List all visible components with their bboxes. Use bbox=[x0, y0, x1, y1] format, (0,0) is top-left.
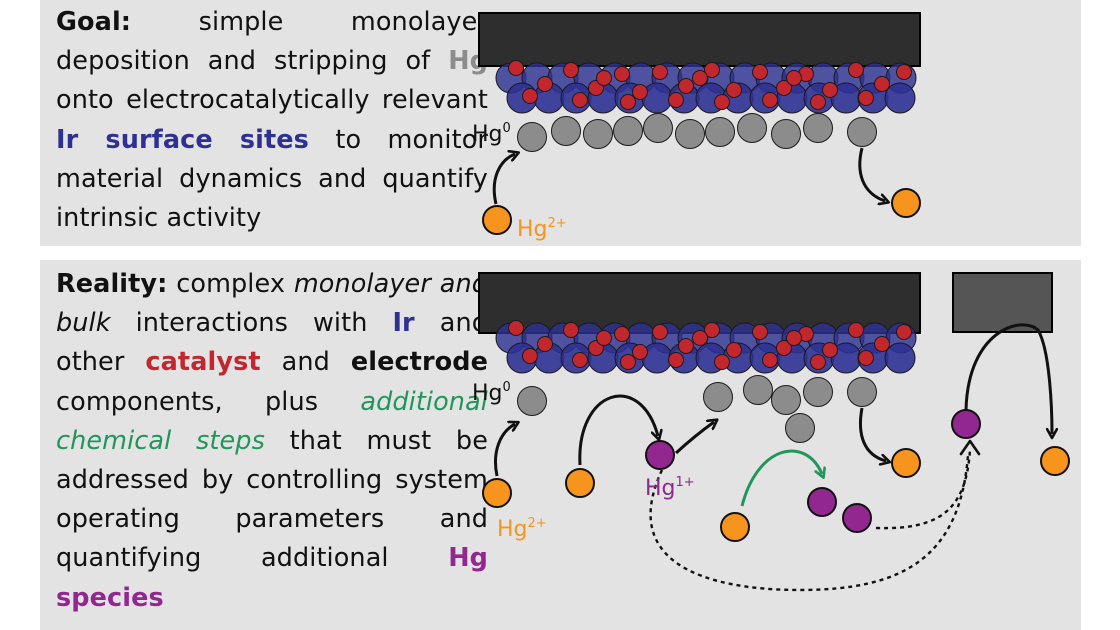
catalyst-atom bbox=[597, 71, 612, 86]
catalyst-atom bbox=[615, 67, 630, 82]
catalyst-atom bbox=[679, 339, 694, 354]
catalyst-atom bbox=[897, 65, 912, 80]
reality-hg2-ion bbox=[566, 469, 594, 497]
catalyst-atom bbox=[727, 343, 742, 358]
ir-atom bbox=[885, 343, 915, 373]
reality-hg1-ion bbox=[646, 441, 674, 469]
catalyst-atom bbox=[875, 77, 890, 92]
catalyst-atom bbox=[693, 331, 708, 346]
catalyst-atom bbox=[679, 79, 694, 94]
reality-dashed-long-path bbox=[651, 455, 968, 590]
hg0-atom bbox=[772, 386, 801, 415]
goal-stripping-arrow bbox=[860, 148, 885, 201]
catalyst-atom bbox=[573, 353, 588, 368]
catalyst-atom bbox=[875, 337, 890, 352]
reality-hg2-ion bbox=[483, 479, 511, 507]
reality-secondary-electrode bbox=[953, 273, 1052, 332]
reality-hg1-ion bbox=[808, 488, 836, 516]
hg0-atom bbox=[518, 387, 547, 416]
hg0-atom bbox=[552, 117, 581, 146]
hg0-atom bbox=[848, 118, 877, 147]
reality-hg-atoms bbox=[518, 376, 877, 443]
catalyst-atom bbox=[633, 345, 648, 360]
catalyst-atom bbox=[669, 93, 684, 108]
hg0-atom bbox=[848, 378, 877, 407]
catalyst-atom bbox=[564, 63, 579, 78]
hg0-atom bbox=[584, 120, 613, 149]
goal-hg2-stripped-ion bbox=[892, 189, 920, 217]
reality-hg2-label: Hg2+ bbox=[497, 516, 547, 542]
reality-hg1-ion bbox=[843, 504, 871, 532]
hg0-atom bbox=[706, 118, 735, 147]
catalyst-atom bbox=[897, 325, 912, 340]
goal-deposition-arrow bbox=[494, 154, 515, 204]
catalyst-atom bbox=[787, 331, 802, 346]
reality-deposition-arrow bbox=[496, 424, 515, 476]
reality-hg1-ion bbox=[952, 410, 980, 438]
catalyst-atom bbox=[849, 323, 864, 338]
catalyst-atom bbox=[573, 93, 588, 108]
hg0-atom bbox=[614, 117, 643, 146]
goal-hg2-label: Hg2+ bbox=[517, 216, 567, 242]
goal-hg-monolayer bbox=[518, 114, 877, 152]
catalyst-atom bbox=[621, 95, 636, 110]
catalyst-atom bbox=[509, 61, 524, 76]
catalyst-atom bbox=[715, 355, 730, 370]
hg0-atom bbox=[772, 120, 801, 149]
hg0-atom bbox=[518, 123, 547, 152]
catalyst-atom bbox=[693, 71, 708, 86]
catalyst-atom bbox=[811, 355, 826, 370]
hg0-atom bbox=[804, 114, 833, 143]
reality-hg1-deposition-arrow bbox=[676, 422, 714, 453]
hg0-atom bbox=[676, 120, 705, 149]
catalyst-atom bbox=[653, 325, 668, 340]
catalyst-atom bbox=[859, 91, 874, 106]
reality-dashed-short-path bbox=[876, 450, 970, 528]
catalyst-atom bbox=[564, 323, 579, 338]
reality-stripping-arrow bbox=[860, 408, 886, 461]
catalyst-atom bbox=[615, 327, 630, 342]
catalyst-atom bbox=[653, 65, 668, 80]
hg0-atom bbox=[786, 414, 815, 443]
catalyst-atom bbox=[823, 83, 838, 98]
goal-hg0-label: Hg0 bbox=[472, 121, 511, 147]
catalyst-atom bbox=[538, 77, 553, 92]
reality-hg2-ion bbox=[721, 513, 749, 541]
catalyst-atom bbox=[523, 349, 538, 364]
hg0-atom bbox=[744, 376, 773, 405]
catalyst-atom bbox=[823, 343, 838, 358]
catalyst-atom bbox=[523, 89, 538, 104]
hg0-atom bbox=[804, 378, 833, 407]
catalyst-atom bbox=[509, 321, 524, 336]
catalyst-atom bbox=[621, 355, 636, 370]
catalyst-atom bbox=[633, 85, 648, 100]
catalyst-atom bbox=[849, 63, 864, 78]
catalyst-atom bbox=[715, 95, 730, 110]
reality-hg2-stripped-ion bbox=[892, 449, 920, 477]
reality-hg1-label: Hg1+ bbox=[645, 475, 695, 501]
goal-electrode bbox=[479, 13, 920, 66]
catalyst-atom bbox=[727, 83, 742, 98]
catalyst-atom bbox=[597, 331, 612, 346]
hg0-atom bbox=[704, 383, 733, 412]
catalyst-atom bbox=[538, 337, 553, 352]
hg0-atom bbox=[644, 114, 673, 143]
hg0-atom bbox=[738, 114, 767, 143]
catalyst-atom bbox=[669, 353, 684, 368]
catalyst-atom bbox=[753, 325, 768, 340]
ir-atom bbox=[885, 83, 915, 113]
catalyst-atom bbox=[763, 93, 778, 108]
catalyst-atom bbox=[753, 65, 768, 80]
catalyst-atom bbox=[763, 353, 778, 368]
catalyst-atom bbox=[811, 95, 826, 110]
goal-hg2-ion bbox=[483, 206, 511, 234]
catalyst-atom bbox=[859, 351, 874, 366]
catalyst-atom bbox=[787, 71, 802, 86]
reality-hg2-ion bbox=[1041, 447, 1069, 475]
reality-hg0-label: Hg0 bbox=[472, 380, 511, 406]
